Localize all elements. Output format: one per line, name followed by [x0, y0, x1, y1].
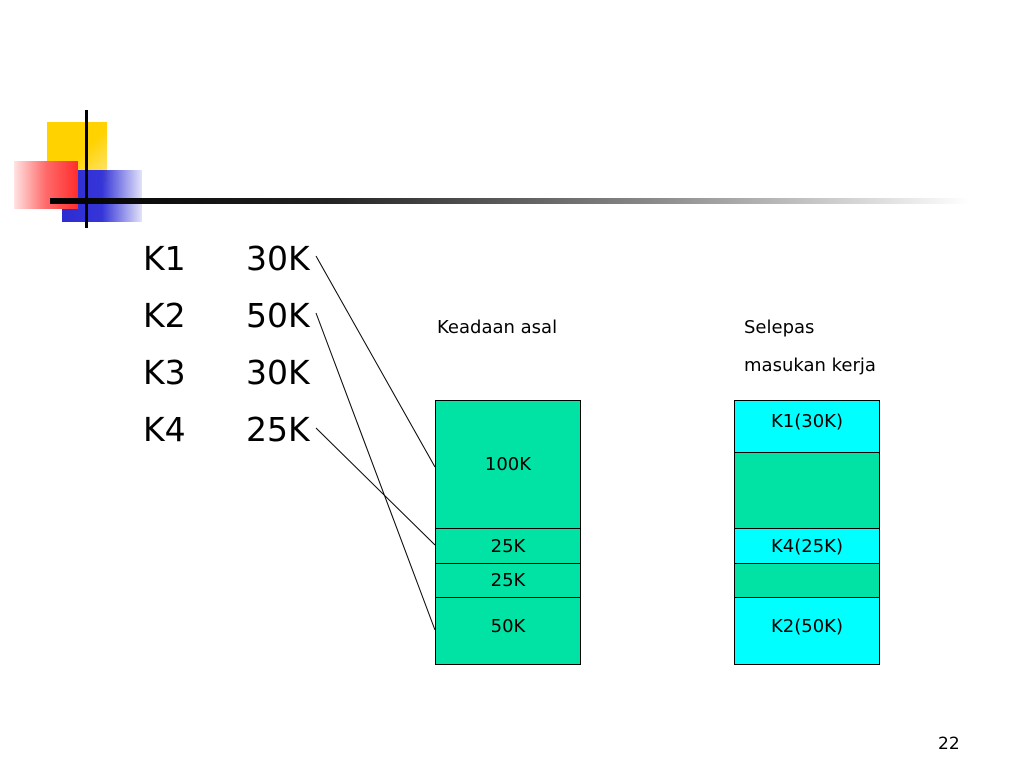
job-size: 25K: [246, 410, 310, 449]
connector-k2: [315, 312, 436, 631]
partition-block: 50K: [435, 597, 581, 665]
job-name: K3: [143, 353, 186, 392]
job-name: K1: [143, 239, 186, 278]
job-name: K4: [143, 410, 186, 449]
job-name: K2: [143, 296, 186, 335]
page-number: 22: [938, 734, 960, 754]
allocated-block: K1(30K): [734, 400, 880, 453]
partition-block: 25K: [435, 528, 581, 564]
title-underline: [50, 198, 970, 204]
connector-k1: [315, 255, 436, 468]
allocated-block: K2(50K): [734, 597, 880, 665]
after-state-title-line1: Selepas: [744, 317, 815, 338]
partition-block: 100K: [435, 400, 581, 529]
job-size: 30K: [246, 353, 310, 392]
partition-block: 25K: [435, 563, 581, 598]
connector-k4: [315, 427, 436, 546]
after-state-title-line2: masukan kerja: [744, 355, 876, 376]
decor-vertical-line: [85, 110, 88, 228]
job-size: 30K: [246, 239, 310, 278]
job-size: 50K: [246, 296, 310, 335]
initial-state-title: Keadaan asal: [437, 317, 558, 338]
